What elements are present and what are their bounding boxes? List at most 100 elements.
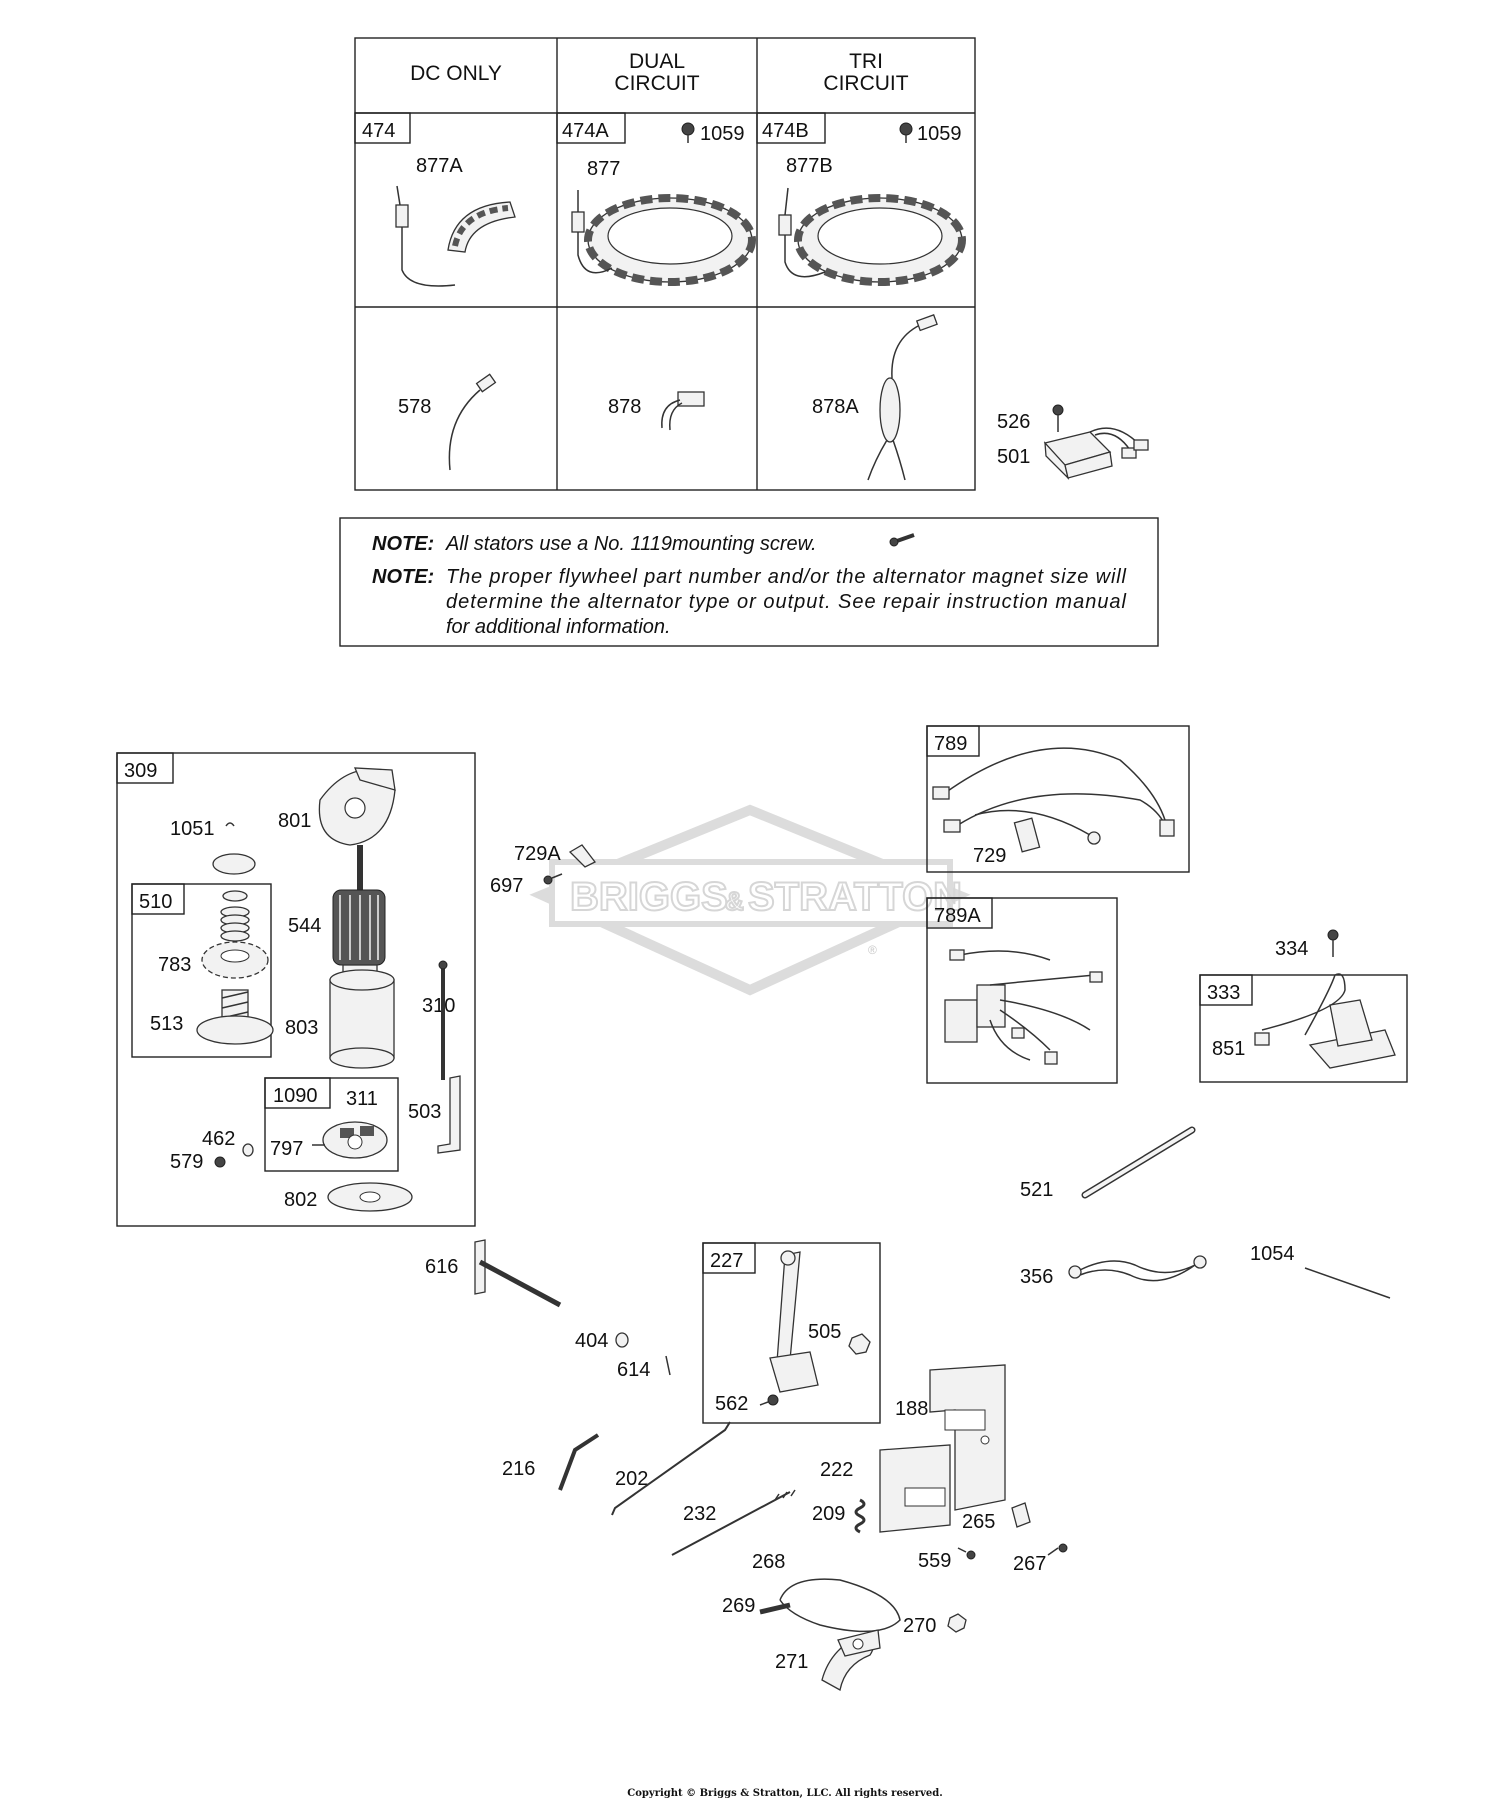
screw-icon — [759, 1394, 779, 1406]
harness-789a: 789A — [926, 897, 1118, 1084]
part-269: 269 — [722, 1595, 755, 1617]
part-334: 334 — [1275, 938, 1308, 960]
watermark-reg: ® — [868, 943, 877, 957]
note-1-label: NOTE: — [372, 533, 434, 555]
nut-icon — [947, 1613, 967, 1633]
part-1054: 1054 — [1250, 1243, 1295, 1265]
part-877: 877 — [587, 158, 620, 180]
pinion-gear-icon — [201, 941, 269, 979]
part-270: 270 — [903, 1615, 936, 1637]
watermark-logo: BRIGGS & STRATTON ® — [529, 804, 971, 996]
clip-icon — [225, 822, 235, 827]
starter-assembly: 309 1051 801 544 310 803 — [116, 752, 476, 1227]
armature-icon — [332, 845, 386, 984]
part-188: 188 — [895, 1398, 928, 1420]
ref-474a: 474A — [562, 120, 609, 142]
screw-icon — [543, 873, 563, 885]
drive-nut-icon — [196, 989, 274, 1045]
part-851: 851 — [1212, 1038, 1245, 1060]
screw-icon — [899, 122, 913, 143]
part-513: 513 — [150, 1013, 183, 1035]
screw-icon — [889, 533, 915, 547]
part-802: 802 — [284, 1189, 317, 1211]
part-232: 232 — [683, 1503, 716, 1525]
part-697: 697 — [490, 875, 523, 897]
link-icon — [558, 1433, 600, 1491]
harness-789: 789 729 — [926, 725, 1190, 873]
stator-tri-icon — [778, 187, 966, 286]
ref-474: 474 — [362, 120, 395, 142]
part-729a: 729A — [514, 843, 561, 865]
part-462: 462 — [202, 1128, 235, 1150]
part-267: 267 — [1013, 1553, 1046, 1575]
brush-holder-icon — [312, 1121, 388, 1159]
clip-icon — [1011, 1502, 1031, 1528]
bolt-icon — [438, 960, 448, 1080]
washer-icon — [222, 890, 248, 902]
part-202: 202 — [615, 1468, 648, 1490]
notes-box: NOTE: All stators use a No. 1119mounting… — [339, 517, 1159, 647]
table-frame — [354, 37, 976, 491]
alternator-table: DC ONLY DUAL CIRCUIT TRI CIRCUIT 474 474… — [354, 37, 976, 491]
part-268: 268 — [752, 1551, 785, 1573]
throttle-lever-icon — [821, 1629, 881, 1692]
screw-icon — [957, 1547, 976, 1560]
part-222: 222 — [820, 1459, 853, 1481]
end-cap-icon — [318, 767, 396, 846]
harness-icon — [867, 314, 938, 481]
ref-789: 789 — [934, 733, 967, 755]
part-579: 579 — [170, 1151, 203, 1173]
part-878a: 878A — [812, 396, 859, 418]
part-801: 801 — [278, 810, 311, 832]
ref-333: 333 — [1207, 982, 1240, 1004]
part-526: 526 — [997, 411, 1030, 433]
cable-tie-icon — [1304, 1267, 1391, 1299]
part-783: 783 — [158, 954, 191, 976]
part-271: 271 — [775, 1651, 808, 1673]
ref-474b: 474B — [762, 120, 809, 142]
part-216: 216 — [502, 1458, 535, 1480]
nut-icon — [214, 1156, 226, 1168]
washer-icon — [212, 853, 256, 875]
screw-icon — [1327, 929, 1339, 957]
screw-icon — [1047, 1543, 1068, 1556]
ref-309: 309 — [124, 760, 157, 782]
part-559: 559 — [918, 1550, 951, 1572]
part-578: 578 — [398, 396, 431, 418]
spring-icon — [220, 906, 250, 942]
header-dc-only: DC ONLY — [410, 62, 502, 85]
ref-227: 227 — [710, 1250, 743, 1272]
header-tri-line2: CIRCUIT — [823, 72, 908, 95]
part-803: 803 — [285, 1017, 318, 1039]
part-797: 797 — [270, 1138, 303, 1160]
part-521: 521 — [1020, 1179, 1053, 1201]
lead-wire-icon — [448, 373, 497, 471]
part-616: 616 — [425, 1256, 458, 1278]
connector-icon — [661, 391, 705, 431]
part-311: 311 — [346, 1088, 378, 1110]
part-209: 209 — [812, 1503, 845, 1525]
ref-510: 510 — [139, 891, 172, 913]
nut-icon — [848, 1333, 871, 1355]
part-310: 310 — [422, 995, 455, 1017]
watermark-text-right: STRATTON — [748, 875, 962, 919]
washer-icon — [242, 1143, 254, 1157]
part-501: 501 — [997, 446, 1030, 468]
part-1051: 1051 — [170, 818, 215, 840]
part-1059-a: 1059 — [700, 123, 745, 145]
bracket-icon — [568, 844, 596, 868]
header-tri-line1: TRI — [849, 50, 883, 73]
shield-icon — [437, 1075, 461, 1154]
stator-dc-icon — [395, 185, 516, 287]
housing-icon — [329, 969, 395, 1069]
spring-icon — [854, 1498, 866, 1534]
lever-icon — [776, 1251, 801, 1363]
rod-icon — [611, 1421, 731, 1516]
control-bracket-icon — [879, 1364, 1006, 1533]
note-1-text: All stators use a No. 1119mounting screw… — [445, 533, 817, 555]
part-878: 878 — [608, 396, 641, 418]
part-729: 729 — [973, 845, 1006, 867]
copyright-text: Copyright © Briggs & Stratton, LLC. All … — [627, 1788, 942, 1799]
screw-icon — [1052, 404, 1064, 432]
part-265: 265 — [962, 1511, 995, 1533]
